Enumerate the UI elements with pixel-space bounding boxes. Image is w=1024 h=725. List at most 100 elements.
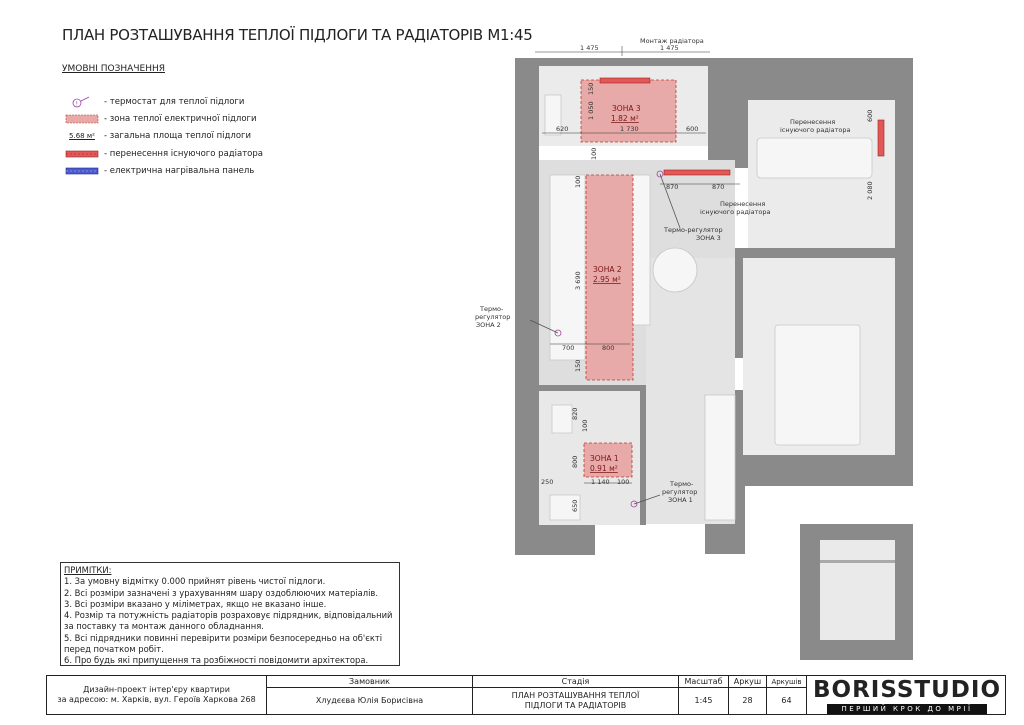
project-line-2: за адресою: м. Харків, вул. Героїв Харко… xyxy=(57,695,256,704)
note-line: 5. Всі підрядники повинні перевірити роз… xyxy=(64,632,383,655)
legend-heading: УМОВНІ ПОЗНАЧЕННЯ xyxy=(62,64,165,74)
notes-heading: ПРИМІТКИ: xyxy=(64,565,112,575)
radiator-relocated-2 xyxy=(663,169,731,176)
dim: 2 080 xyxy=(866,181,874,200)
dim: 1 140 xyxy=(591,478,610,486)
note-line: 6. Про будь які припущення та розбіжност… xyxy=(64,655,369,666)
annotations: Монтаж радіатора Перенесення існуючого р… xyxy=(475,37,851,504)
thermostat-label: ЗОНА 2 xyxy=(476,321,501,329)
legend-label: - зона теплої електричної підлоги xyxy=(104,114,257,124)
brand-name: BORISSTUDIO xyxy=(812,676,1001,703)
legend-item-panel: - електрична нагрівальна панель xyxy=(62,166,254,176)
sheet-header: Аркуш xyxy=(729,676,767,688)
heated-zone-swatch xyxy=(62,114,102,124)
area-label: 5.68 м² xyxy=(69,132,95,140)
dim: 100 xyxy=(574,176,582,188)
thermostat-label: ЗОНА 1 xyxy=(668,496,693,504)
heated-zones xyxy=(580,79,677,478)
dim: 1 475 xyxy=(660,44,679,52)
legend-item-thermostat: ! - термостат для теплої підлоги xyxy=(62,96,244,108)
stage-value: ПЛАН РОЗТАШУВАННЯ ТЕПЛОЇ ПІДЛОГИ ТА РАДІ… xyxy=(473,688,679,714)
dim: 870 xyxy=(666,183,678,191)
relocate-label: існуючого радіатора xyxy=(700,208,771,216)
customer-header: Замовник xyxy=(267,676,473,688)
zone-1-area: 0.91 м² xyxy=(590,464,618,473)
zone-2-area: 2.95 м² xyxy=(593,275,621,284)
dim: 800 xyxy=(602,344,614,352)
project-line-1: Дизайн-проект інтер'єру квартири xyxy=(83,685,230,694)
zone-3-name: ЗОНА 3 xyxy=(612,104,641,113)
brand-slogan: ПЕРШИЙ КРОК ДО МРІЇ xyxy=(827,703,987,714)
legend-item-radiator: - перенесення існуючого радіатора xyxy=(62,149,263,159)
radiator-relocated-1 xyxy=(877,119,885,157)
radiators xyxy=(599,77,885,176)
radiator-mount-label: Монтаж радіатора xyxy=(640,37,704,45)
dim: 3 690 xyxy=(574,271,582,290)
thermostat-icon xyxy=(656,170,664,178)
thermostat-icon xyxy=(630,500,638,508)
dim: 150 xyxy=(587,83,595,95)
thermostat-label: Термо- xyxy=(479,305,504,313)
dim: 150 xyxy=(574,360,582,372)
dim: 1 050 xyxy=(587,101,595,120)
dim: 700 xyxy=(562,344,574,352)
relocate-label: Перенесення xyxy=(720,200,765,208)
dim: 600 xyxy=(686,125,698,133)
thermostat-label: регулятор xyxy=(475,313,510,321)
thermostat-label: Термо-регулятор xyxy=(663,226,723,234)
dim: 600 xyxy=(866,110,874,122)
dim: 650 xyxy=(571,500,579,512)
zone-3 xyxy=(580,79,677,143)
zone-1 xyxy=(583,442,633,478)
brand-logo: BORISSTUDIO ПЕРШИЙ КРОК ДО МРІЇ xyxy=(807,676,1007,714)
dim: 250 xyxy=(541,478,553,486)
dim: 620 xyxy=(556,125,568,133)
dim: 100 xyxy=(590,148,598,160)
zone-2 xyxy=(585,174,634,381)
radiator-top xyxy=(599,77,651,84)
dimension-lines xyxy=(535,46,740,484)
customer-name: Хлудєєва Юлія Борисівна xyxy=(267,688,473,714)
dim: 820 xyxy=(571,408,579,420)
furniture xyxy=(544,94,873,521)
thermostat-label: ЗОНА 3 xyxy=(696,234,721,242)
dimension-labels: 1 475 1 475 620 1 730 600 1 050 150 100 … xyxy=(541,44,874,512)
note-line: 1. За умовну відмітку 0.000 прийнят ріве… xyxy=(64,576,326,587)
legend-item-zone: - зона теплої електричної підлоги xyxy=(62,114,257,124)
stage-header: Стадія xyxy=(473,676,679,688)
zone-3-area: 1.82 м² xyxy=(611,114,639,123)
relocate-label: Перенесення xyxy=(790,118,835,126)
scale-header: Масштаб xyxy=(679,676,729,688)
legend-label: - загальна площа теплої підлоги xyxy=(104,131,252,141)
legend-label: - перенесення існуючого радіатора xyxy=(104,149,263,159)
thermostat-label: регулятор xyxy=(662,488,697,496)
svg-text:!: ! xyxy=(76,101,78,108)
sheet-value: 28 xyxy=(729,688,767,714)
legend-item-area: 5.68 м² - загальна площа теплої підлоги xyxy=(62,131,251,141)
title-block: Дизайн-проект інтер'єру квартири за адре… xyxy=(46,675,1006,715)
dim: 800 xyxy=(571,456,579,468)
note-line: 3. Всі розміри вказано у міліметрах, якщ… xyxy=(64,598,327,609)
zone-2-name: ЗОНА 2 xyxy=(593,265,622,274)
legend-label: - термостат для теплої підлоги xyxy=(104,97,245,107)
dim: 100 xyxy=(617,478,629,486)
note-line: 2. Всі розміри зазначені з урахуванням ш… xyxy=(64,587,379,598)
note-line: 4. Розмір та потужність радіаторів розра… xyxy=(64,610,393,632)
radiator-relocation-icon xyxy=(62,150,102,158)
sheets-value: 64 xyxy=(767,688,807,714)
electric-panel-icon xyxy=(62,167,102,175)
dim: 870 xyxy=(712,183,724,191)
thermostat-icon xyxy=(554,329,562,337)
dim: 100 xyxy=(581,420,589,432)
scale-value: 1:45 xyxy=(679,688,729,714)
sheets-header: Аркушів xyxy=(767,676,807,688)
relocate-label: існуючого радіатора xyxy=(780,126,851,134)
legend-label: - електрична нагрівальна панель xyxy=(104,166,255,176)
zone-labels: ЗОНА 3 1.82 м² ЗОНА 2 2.95 м² ЗОНА 1 0.9… xyxy=(590,104,641,473)
notes-box: ПРИМІТКИ: 1. За умовну відмітку 0.000 пр… xyxy=(60,562,400,666)
dim: 1 475 xyxy=(580,44,599,52)
thermostat-label: Термо- xyxy=(669,480,694,488)
page-title: ПЛАН РОЗТАШУВАННЯ ТЕПЛОЇ ПІДЛОГИ ТА РАДІ… xyxy=(62,26,533,44)
project-cell: Дизайн-проект інтер'єру квартири за адре… xyxy=(47,676,267,714)
